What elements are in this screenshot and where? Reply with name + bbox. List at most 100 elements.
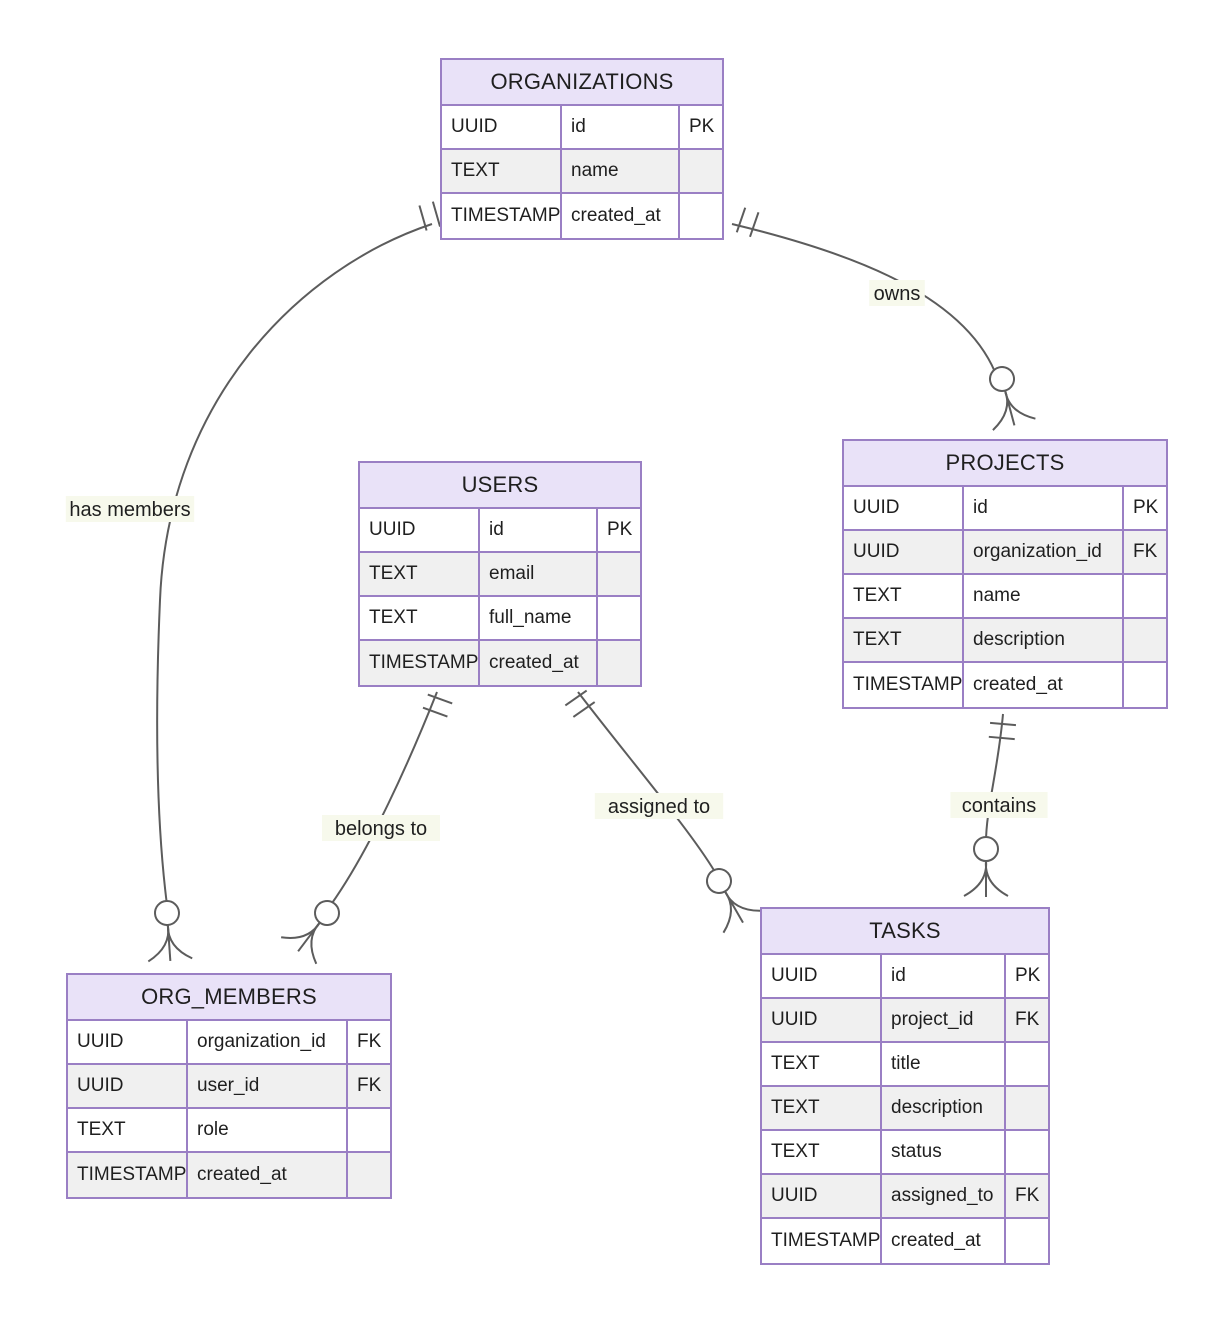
cardinality-exactly-one-icon [988,721,1017,741]
relationship-label-bg [594,793,724,819]
crow-foot-prong [722,890,732,934]
attribute-name: id [964,487,1124,529]
attribute-key-badge [598,597,640,639]
attribute-key-badge [680,194,722,238]
relationship-layer [144,201,1036,965]
attribute-name: role [188,1109,348,1151]
relationship-projects-tasks[interactable] [963,713,1017,897]
attribute-key-badge [598,553,640,595]
relationship-line [156,223,433,906]
entity-title: TASKS [762,909,1048,955]
attribute-type: UUID [442,106,562,148]
one-tick [735,207,747,233]
cardinality-exactly-one-icon [418,201,442,231]
relationship-label-group-org-members: has members [65,496,195,522]
attribute-type: TEXT [844,619,964,661]
attribute-key-badge [1006,1043,1048,1085]
attribute-name: name [562,150,680,192]
relationship-line [329,691,438,907]
attribute-key-badge: PK [1124,487,1166,529]
relationship-users-tasks[interactable] [564,689,762,934]
attribute-key-badge [1006,1219,1048,1263]
one-tick [988,735,1015,741]
one-tick [418,205,428,231]
attribute-key-badge [348,1109,390,1151]
attribute-type: TIMESTAMP [68,1153,188,1197]
relationship-org-projects[interactable] [731,207,1036,431]
attribute-key-badge [598,641,640,685]
relationship-users-members[interactable] [280,691,453,965]
cardinality-zero-or-many-icon [147,900,193,963]
attribute-key-badge [1124,575,1166,617]
relationship-label-bg [322,815,440,841]
attribute-type: UUID [844,531,964,573]
relationship-org-members[interactable] [144,201,442,963]
attribute-type: TIMESTAMP [844,663,964,707]
one-tick [427,693,453,705]
relationship-label-bg [65,496,195,522]
attribute-key-badge [1124,663,1166,707]
attribute-type: TEXT [844,575,964,617]
attribute-name: full_name [480,597,598,639]
one-tick [564,689,588,707]
attribute-name: status [882,1131,1006,1173]
one-tick [749,211,760,238]
cardinality-exactly-one-icon [564,689,596,718]
attribute-type: TIMESTAMP [360,641,480,685]
zero-circle [154,900,180,926]
attribute-type: UUID [762,1175,882,1217]
attribute-type: TEXT [68,1109,188,1151]
attribute-name: title [882,1043,1006,1085]
cardinality-exactly-one-icon [422,693,453,718]
crow-foot-prong [147,924,170,963]
attribute-key-badge: FK [348,1065,390,1107]
attribute-type: UUID [360,509,480,551]
attribute-name: created_at [882,1219,1006,1263]
attribute-name: created_at [964,663,1124,707]
zero-circle [989,366,1015,392]
attribute-key-badge [1006,1087,1048,1129]
relationship-line [985,713,1004,843]
attribute-name: organization_id [964,531,1124,573]
entity-title: PROJECTS [844,441,1166,487]
attribute-name: name [964,575,1124,617]
relationship-label-bg [950,792,1048,818]
attribute-type: TEXT [762,1043,882,1085]
attribute-key-badge: PK [1006,955,1048,997]
attribute-key-badge: FK [1006,1175,1048,1217]
